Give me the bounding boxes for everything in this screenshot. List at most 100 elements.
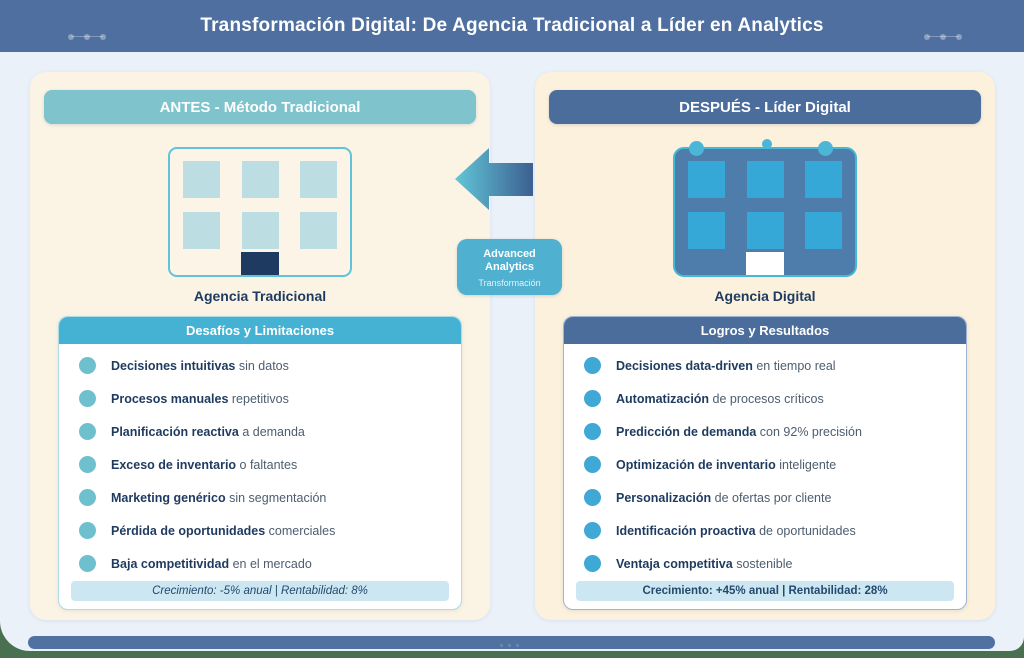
bullet-icon [79,423,96,440]
list-item: Baja competitividad en el mercado [59,547,461,580]
building-window [805,161,842,198]
bullet-icon [584,456,601,473]
item-rest-text: de oportunidades [755,523,856,538]
item-rest-text: sin segmentación [225,490,327,505]
panel-after: DESPUÉS - Líder Digital Agencia Digital [535,72,995,620]
card-results-title: Logros y Resultados [564,317,966,344]
item-bold-text: Personalización [616,490,712,505]
card-challenges-items: Decisiones intuitivas sin datos Procesos… [59,344,461,580]
card-results-items: Decisiones data-driven en tiempo real Au… [564,344,966,580]
item-bold-text: Exceso de inventario [111,457,237,472]
antenna-dot-icon [689,141,704,156]
panel-before: ANTES - Método Tradicional Agencia Tradi… [30,72,490,620]
transformation-arrow-icon [455,148,533,210]
building-window [746,212,784,249]
building-windows [688,161,842,249]
bullet-icon [79,390,96,407]
item-bold-text: Marketing genérico [111,490,226,505]
building-window [241,161,279,198]
item-rest-text: con 92% precisión [756,424,862,439]
traditional-building-icon [168,147,352,277]
building-window [183,161,220,198]
metrics-after: Crecimiento: +45% anual | Rentabilidad: … [576,581,954,601]
building-windows [183,161,337,249]
building-before-label: Agencia Tradicional [193,288,327,304]
bullet-icon [584,522,601,539]
badge-subtitle: Transformación [478,278,541,288]
header-bar: Transformación Digital: De Agencia Tradi… [0,0,1024,52]
bullet-icon [79,357,96,374]
item-rest-text: de procesos críticos [709,391,824,406]
item-rest-text: sostenible [732,556,793,571]
item-rest-text: inteligente [775,457,837,472]
item-rest-text: sin datos [235,358,289,373]
bullet-icon [584,555,601,572]
item-bold-text: Baja competitividad [111,556,230,571]
bullet-icon [584,357,601,374]
decorative-dots-left-icon [68,34,106,40]
building-door [241,252,279,275]
building-window [300,212,337,249]
badge-line1: Advanced [483,248,536,260]
list-item: Procesos manuales repetitivos [59,382,461,415]
building-window [688,161,725,198]
item-rest-text: a demanda [238,424,305,439]
building-window [241,212,279,249]
item-bold-text: Automatización [616,391,710,406]
item-rest-text: en el mercado [229,556,312,571]
bullet-icon [584,390,601,407]
building-window [746,161,784,198]
item-bold-text: Planificación reactiva [111,424,239,439]
decorative-dots-right-icon [924,34,962,40]
item-rest-text: repetitivos [228,391,289,406]
card-challenges: Desafíos y Limitaciones Decisiones intui… [58,316,462,610]
item-rest-text: de ofertas por cliente [711,490,832,505]
bullet-icon [79,555,96,572]
list-item: Decisiones intuitivas sin datos [59,349,461,382]
item-bold-text: Ventaja competitiva [616,556,733,571]
building-after-wrap: Agencia Digital [535,139,995,304]
list-item: Ventaja competitiva sostenible [564,547,966,580]
bullet-icon [79,456,96,473]
building-window [688,212,725,249]
item-bold-text: Pérdida de oportunidades [111,523,266,538]
panel-after-title: DESPUÉS - Líder Digital [549,90,981,124]
list-item: Optimización de inventario inteligente [564,448,966,481]
item-bold-text: Decisiones data-driven [616,358,753,373]
antenna-dot-icon [818,141,833,156]
list-item: Decisiones data-driven en tiempo real [564,349,966,382]
bullet-icon [584,423,601,440]
list-item: Automatización de procesos críticos [564,382,966,415]
bullet-icon [79,522,96,539]
item-bold-text: Predicción de demanda [616,424,757,439]
digital-building-icon [673,139,857,277]
page-title: Transformación Digital: De Agencia Tradi… [200,15,824,36]
list-item: Identificación proactiva de oportunidade… [564,514,966,547]
item-rest-text: o faltantes [236,457,298,472]
advanced-analytics-badge: Advanced Analytics Transformación [457,239,562,295]
item-rest-text: comerciales [265,523,336,538]
item-bold-text: Procesos manuales [111,391,229,406]
bullet-icon [584,489,601,506]
item-bold-text: Identificación proactiva [616,523,756,538]
list-item: Exceso de inventario o faltantes [59,448,461,481]
building-after-label: Agencia Digital [714,288,816,304]
building-window [183,212,220,249]
list-item: Predicción de demanda con 92% precisión [564,415,966,448]
card-challenges-title: Desafíos y Limitaciones [59,317,461,344]
building-door [746,252,784,275]
metrics-before: Crecimiento: -5% anual | Rentabilidad: 8… [71,581,449,601]
item-bold-text: Decisiones intuitivas [111,358,236,373]
item-rest-text: en tiempo real [752,358,836,373]
list-item: Planificación reactiva a demanda [59,415,461,448]
list-item: Marketing genérico sin segmentación [59,481,461,514]
panel-before-title: ANTES - Método Tradicional [44,90,476,124]
footer-bar [28,636,995,649]
badge-line2: Analytics [485,261,534,273]
list-item: Pérdida de oportunidades comerciales [59,514,461,547]
antenna-dot-icon [762,139,772,149]
item-bold-text: Optimización de inventario [616,457,776,472]
building-before-wrap: Agencia Tradicional [30,147,490,304]
card-results: Logros y Resultados Decisiones data-driv… [563,316,967,610]
